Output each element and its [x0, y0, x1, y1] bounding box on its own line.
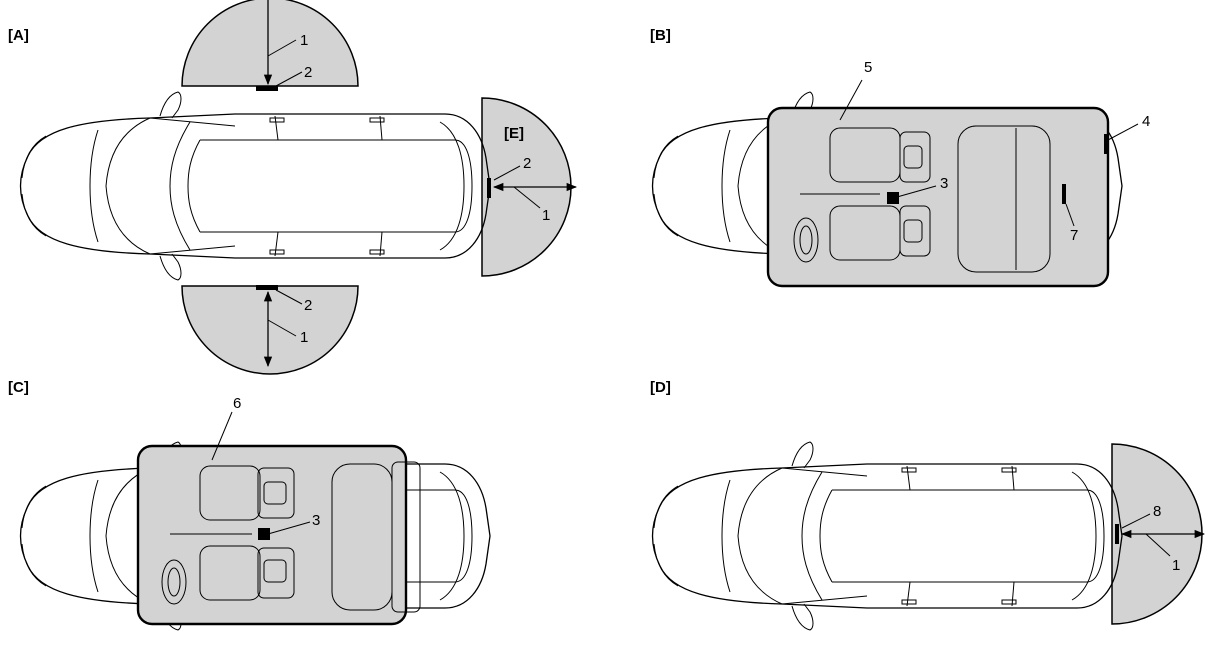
callout-1: 1 [300, 329, 308, 346]
sensor-antenna-icon [256, 285, 278, 290]
callout-2: 2 [304, 64, 312, 81]
sensor-antenna-icon [1104, 134, 1109, 154]
detection-zone-front-door-left [181, 0, 359, 87]
detection-zone-cabin [766, 106, 1110, 288]
sensor-antenna-icon [887, 192, 899, 204]
zone-e-label: [E] [504, 125, 524, 142]
panel-b-label: [B] [650, 27, 671, 44]
callout-1: 1 [300, 32, 308, 49]
panel-c: [C] 6 3 [8, 379, 491, 631]
callout-2: 2 [304, 297, 312, 314]
callout-1: 1 [542, 207, 550, 224]
interior-seats [161, 461, 421, 613]
panel-d-label: [D] [650, 379, 671, 396]
sensor-antenna-icon [1115, 524, 1119, 544]
detection-zone-front-door-right [181, 285, 359, 375]
sensor-antenna-icon [487, 178, 491, 198]
sensor-antenna-icon [256, 86, 278, 91]
car-top-view-icon [19, 91, 491, 281]
callout-7: 7 [1070, 227, 1078, 244]
interior-seats [793, 125, 1051, 273]
callout-2: 2 [523, 155, 531, 172]
callout-1: 1 [1172, 557, 1180, 574]
callout-3: 3 [312, 512, 320, 529]
panel-a: [A] 1 2 2 1 2 1 [E] [8, 0, 578, 375]
callout-8: 8 [1153, 503, 1161, 520]
panel-c-label: [C] [8, 379, 29, 396]
panel-a-label: [A] [8, 27, 29, 44]
panel-d: [D] 8 1 [650, 379, 1206, 631]
sensor-antenna-icon [258, 528, 270, 540]
sensor-antenna-icon [1062, 184, 1066, 204]
car-top-view-icon [651, 441, 1123, 631]
detection-zone-cabin-front [136, 444, 408, 626]
callout-6: 6 [233, 395, 241, 412]
callout-4: 4 [1142, 113, 1150, 130]
panel-b: [B] 5 4 3 7 [650, 27, 1150, 288]
callout-3: 3 [940, 175, 948, 192]
callout-5: 5 [864, 59, 872, 76]
